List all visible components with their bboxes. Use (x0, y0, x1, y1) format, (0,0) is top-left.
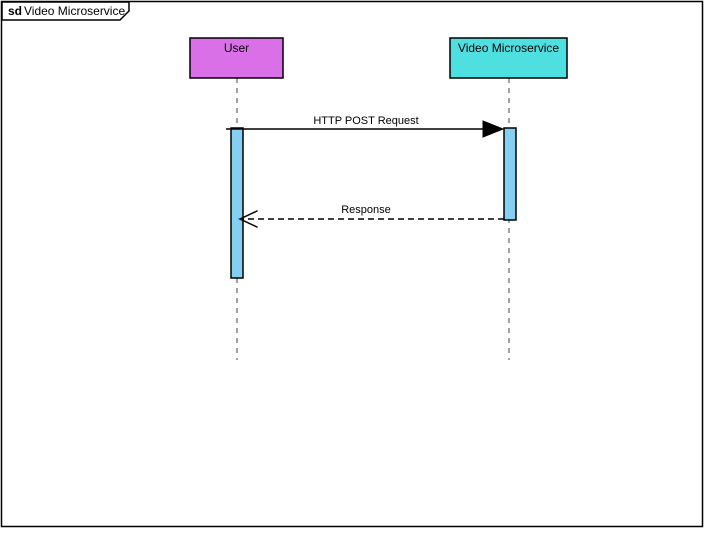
lifeline-video-microservice-label: Video Microservice (458, 41, 559, 55)
lifeline-video-microservice-head-box[interactable] (449, 37, 568, 79)
lifeline-user-label: User (224, 41, 249, 55)
message-http-post-request-label: HTTP POST Request (313, 115, 418, 127)
message-http-post-request[interactable]: HTTP POST Request (226, 115, 505, 138)
message-response-arrowhead-open (238, 210, 258, 228)
lifeline-video-microservice[interactable]: Video Microservice (449, 37, 568, 360)
frame-label-tab (1, 1, 130, 21)
frame-label-name: Video Microservice (24, 4, 125, 18)
interaction-frame-border (0, 0, 704, 528)
activation-bar-user[interactable] (230, 127, 244, 279)
activation-bar-video-microservice[interactable] (503, 127, 517, 221)
message-response[interactable]: Response (238, 204, 504, 228)
lifeline-user[interactable]: User (189, 37, 284, 360)
lifeline-user-head-box[interactable] (189, 37, 284, 79)
message-http-post-request-arrowhead-filled (482, 120, 505, 138)
message-response-label: Response (341, 204, 391, 216)
frame-label-kind: sd (8, 4, 22, 18)
